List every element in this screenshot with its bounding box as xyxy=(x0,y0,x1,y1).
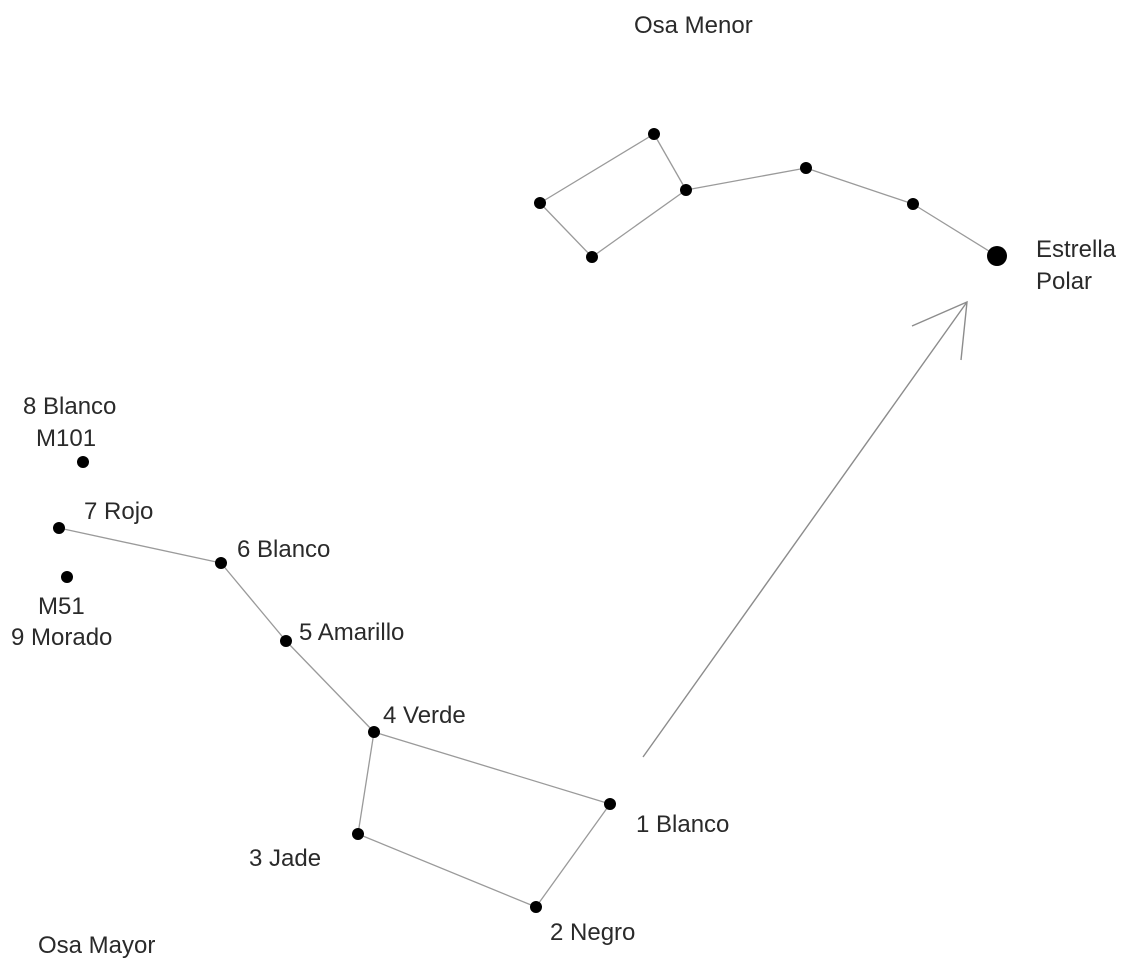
big-dipper-title: Osa Mayor xyxy=(38,932,155,959)
star-label-3: 3 Jade xyxy=(249,845,321,872)
star-dot xyxy=(604,798,616,810)
pointer-arrow xyxy=(642,300,968,758)
star-dot xyxy=(368,726,380,738)
m51-label-line2: 9 Morado xyxy=(11,624,112,651)
polaris-star-dot xyxy=(987,246,1007,266)
star-label-2: 2 Negro xyxy=(550,919,635,946)
star-dot xyxy=(586,251,598,263)
m51-dot xyxy=(61,571,73,583)
star-dot xyxy=(53,522,65,534)
big-dipper-lines xyxy=(58,527,611,908)
little-dipper-line xyxy=(805,167,914,205)
little-dipper-line xyxy=(653,133,687,191)
m101-label-line1: 8 Blanco xyxy=(23,393,116,420)
big-dipper-stars xyxy=(53,456,616,913)
star-label-6: 6 Blanco xyxy=(237,536,330,563)
big-dipper-line xyxy=(373,731,611,805)
star-dot xyxy=(280,635,292,647)
big-dipper-line xyxy=(535,803,611,908)
big-dipper-line xyxy=(58,527,222,564)
m101-dot xyxy=(77,456,89,468)
little-dipper-line xyxy=(912,203,998,257)
star-dot xyxy=(648,128,660,140)
big-dipper-line xyxy=(357,833,537,908)
big-dipper-line xyxy=(285,640,375,733)
pointer-arrow-shaft xyxy=(642,301,968,758)
star-dot xyxy=(534,197,546,209)
little-dipper-title: Osa Menor xyxy=(634,12,753,39)
little-dipper-stars xyxy=(534,128,1007,266)
m101-label-line2: M101 xyxy=(36,425,96,452)
pointer-arrow-head xyxy=(911,300,968,361)
star-dot xyxy=(215,557,227,569)
star-dot xyxy=(800,162,812,174)
little-dipper-lines xyxy=(539,133,998,258)
little-dipper-line xyxy=(539,202,593,258)
star-dot xyxy=(680,184,692,196)
little-dipper-line xyxy=(591,189,687,258)
polaris-label-line2: Polar xyxy=(1036,268,1092,295)
big-dipper-line xyxy=(220,562,287,642)
star-label-1: 1 Blanco xyxy=(636,811,729,838)
polaris-label-line1: Estrella xyxy=(1036,236,1117,263)
little-dipper-line xyxy=(685,167,807,191)
star-dot xyxy=(352,828,364,840)
star-dot xyxy=(530,901,542,913)
m51-label-line1: M51 xyxy=(38,593,85,620)
star-label-4: 4 Verde xyxy=(383,702,466,729)
star-label-5: 5 Amarillo xyxy=(299,619,404,646)
star-dot xyxy=(907,198,919,210)
big-dipper-line xyxy=(357,731,375,835)
star-label-7: 7 Rojo xyxy=(84,498,153,525)
little-dipper-line xyxy=(539,133,655,204)
